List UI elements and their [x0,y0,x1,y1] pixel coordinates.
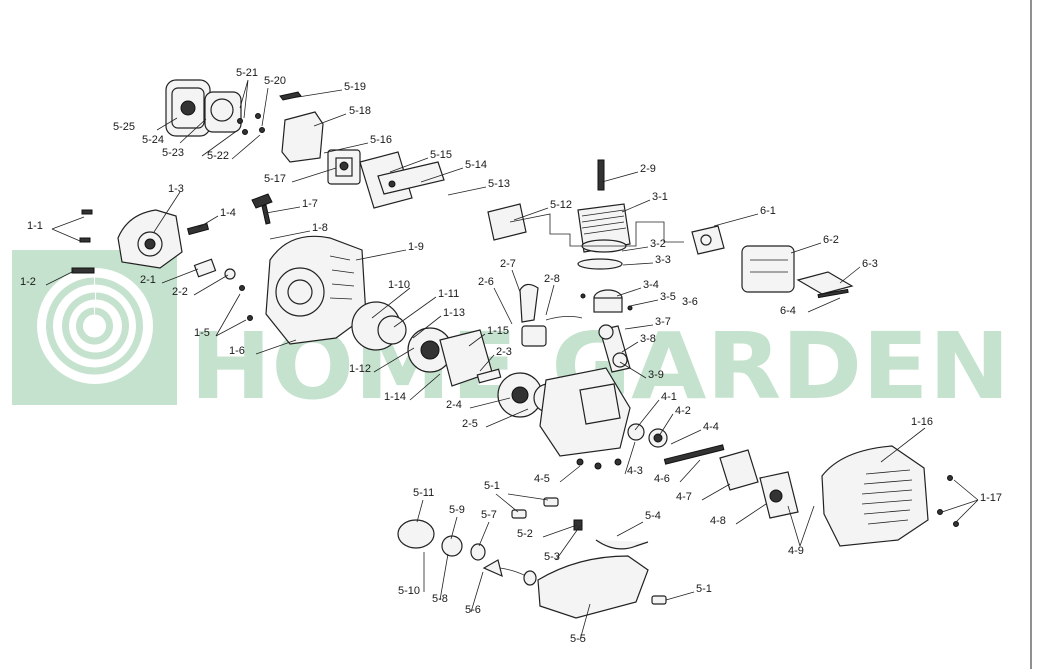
part-label: 5-16 [370,134,392,146]
ignition-coil [519,283,583,347]
part-label: 1-5 [194,327,210,339]
part-label: 5-2 [517,528,533,540]
part-label: 5-18 [349,105,371,117]
part-label: 5-20 [264,75,286,87]
part-label: 5-17 [264,173,286,185]
crankcase [539,367,668,470]
part-label: 5-6 [465,604,481,616]
leader-lines [45,79,979,641]
part-label: 1-1 [27,220,43,232]
part-label: 1-14 [384,391,406,403]
washer-2-2 [224,268,236,280]
part-label: 6-3 [862,258,878,270]
part-label: 5-22 [207,150,229,162]
part-label: 3-9 [648,369,664,381]
part-label: 2-9 [640,163,656,175]
muffler [691,225,854,299]
carburetor [327,149,361,185]
part-label: 5-10 [398,585,420,597]
part-label: 4-5 [534,473,550,485]
part-number-labels: 5-25 5-245-23 5-22 5-21 5-20 5-19 5-18 5-16 5-17… [20,67,1002,645]
part-label: 2-7 [500,258,516,270]
part-label: 1-15 [487,325,509,337]
part-label: 1-10 [388,279,410,291]
part-label: 3-5 [660,291,676,303]
part-label: 1-2 [20,276,36,288]
part-label: 5-1 [696,583,712,595]
fuel-tank-group [397,497,667,619]
part-label: 4-7 [676,491,692,503]
part-label: 3-3 [655,254,671,266]
part-label: 6-1 [760,205,776,217]
part-label: 5-14 [465,159,487,171]
part-label: 2-1 [140,274,156,286]
part-label: 1-6 [229,345,245,357]
part-label: 1-8 [312,222,328,234]
part-label: 3-1 [652,191,668,203]
part-label: 3-6 [682,296,698,308]
part-label: 5-5 [570,633,586,645]
part-label: 5-3 [544,551,560,563]
part-label: 1-4 [220,207,236,219]
part-label: 4-2 [675,405,691,417]
part-label: 3-8 [640,333,656,345]
part-label: 1-3 [168,183,184,195]
part-label: 2-3 [496,346,512,358]
part-label: 1-16 [911,416,933,428]
part-label: 4-4 [703,421,719,433]
part-label: 1-11 [438,288,459,300]
part-label: 1-7 [302,198,318,210]
part-label: 1-13 [443,307,465,319]
part-label: 1-12 [349,363,371,375]
part-label: 4-3 [627,465,643,477]
part-label: 5-9 [449,504,465,516]
part-label: 5-1 [484,480,500,492]
part-label: 2-2 [172,286,188,298]
gasket-outline [509,213,684,247]
part-label: 4-9 [788,545,804,557]
starter-handle [251,193,273,225]
part-label: 6-2 [823,234,839,246]
part-label: 4-8 [710,515,726,527]
part-label: 5-19 [344,81,366,93]
part-label: 1-17 [980,492,1002,504]
part-label: 3-2 [650,238,666,250]
part-label: 1-9 [408,241,424,253]
part-label: 5-21 [236,67,258,79]
air-filter-assembly [165,79,527,241]
part-label: 2-5 [462,418,478,430]
part-label: 5-12 [550,199,572,211]
part-label: 5-11 [413,487,434,499]
shaft-2-1 [193,258,217,278]
watermark-logo [12,250,177,405]
part-label: 5-23 [162,147,184,159]
part-label: 5-13 [488,178,510,190]
part-label: 2-4 [446,399,462,411]
part-label: 3-4 [643,279,659,291]
part-label: 5-4 [645,510,661,522]
engine-cover [821,445,959,547]
piston [580,289,633,313]
part-label: 4-1 [661,391,677,403]
part-label: 5-24 [142,134,164,146]
bolts-left [71,209,210,274]
fan-housing [265,235,367,345]
part-label: 5-7 [481,509,497,521]
crankshaft-and-clutch-housing [663,444,799,519]
part-label: 5-15 [430,149,452,161]
cylinder [577,159,631,270]
flywheel-group [351,301,563,418]
part-label: 3-7 [655,316,671,328]
recoil-starter-cover [117,209,183,269]
part-label: 6-4 [780,305,796,317]
part-label: 5-25 [113,121,135,133]
part-label: 4-6 [654,473,670,485]
part-label: 5-8 [432,593,448,605]
part-label: 2-6 [478,276,494,288]
part-label: 2-8 [544,273,560,285]
